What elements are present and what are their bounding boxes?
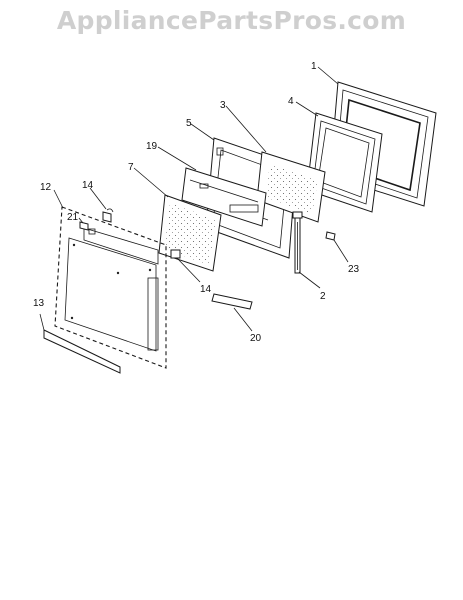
callout-3: 3 <box>220 100 226 111</box>
part-20-trim-strip <box>211 293 253 310</box>
part-4-gasket-frame <box>306 112 383 213</box>
callout-labels: 1 2 3 4 5 7 12 13 14 14 19 20 21 23 <box>33 61 360 344</box>
callout-4: 4 <box>288 96 294 107</box>
part-12-outer-door-panel <box>54 206 167 369</box>
part-21-top-trim <box>79 221 89 231</box>
callout-7: 7 <box>128 162 134 173</box>
callout-5: 5 <box>186 118 192 129</box>
leader-lines <box>53 66 349 332</box>
part-23-clip <box>325 231 336 241</box>
callout-14-upper: 14 <box>82 180 94 191</box>
part-14-upper-clip <box>102 208 114 223</box>
callout-21: 21 <box>67 212 79 223</box>
callout-23: 23 <box>348 264 360 275</box>
callout-2: 2 <box>320 291 326 302</box>
callout-1: 1 <box>311 61 317 72</box>
callout-13: 13 <box>33 298 45 309</box>
part-2-hinge <box>292 211 303 274</box>
callout-20: 20 <box>250 333 262 344</box>
callout-12: 12 <box>40 182 52 193</box>
part-13-handle-trim <box>39 313 121 374</box>
part-3-inner-glass <box>256 151 326 223</box>
watermark-text: AppliancePartsPros.com <box>56 6 407 35</box>
callout-14-lower: 14 <box>200 284 212 295</box>
callout-19: 19 <box>146 141 158 152</box>
part-14-lower-clip <box>170 249 181 259</box>
part-19-vent-bracket <box>181 167 267 227</box>
